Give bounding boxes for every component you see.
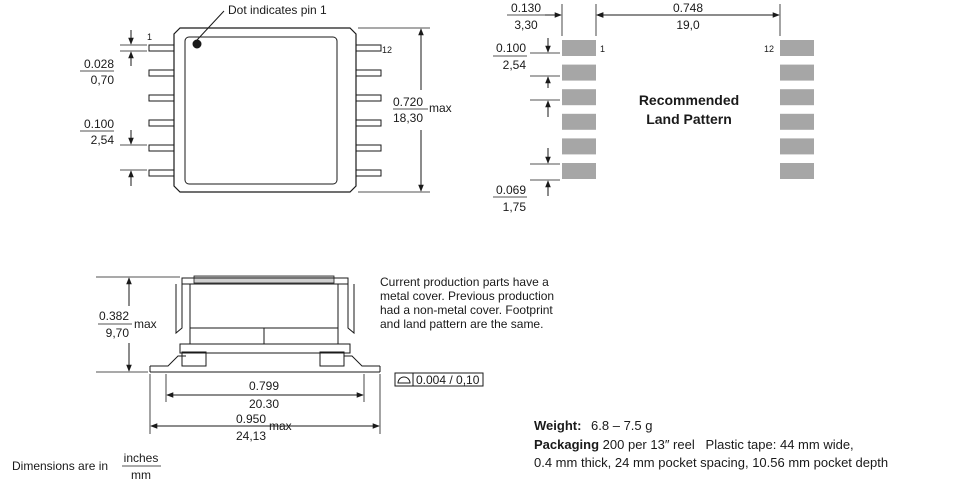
packaging-label: Packaging: [534, 437, 600, 452]
weight-label: Weight:: [534, 418, 582, 433]
land-pin12-label: 12: [764, 44, 774, 54]
land-pattern-title-line1: Recommended: [639, 92, 739, 108]
pin1-leader: [196, 10, 225, 41]
pin1-note: Dot indicates pin 1: [228, 3, 327, 17]
right-lead-profile: [344, 355, 380, 367]
land-pattern-title-line2: Land Pattern: [646, 111, 732, 127]
land-pitch-mm: 2,54: [503, 58, 527, 72]
land-pad-right-3: [780, 89, 814, 106]
side-view-labels: 0.382 9,70 max 0.799 20.30 0.950 24,13 m…: [98, 309, 480, 443]
land-pad-left-2: [562, 64, 596, 81]
left-lead-profile: [150, 355, 186, 367]
land-pattern-dimensions: [530, 4, 781, 196]
land-pattern-pads: [562, 40, 814, 179]
packaging-value: 200 per 13″ reel Plastic tape: 44 mm wid…: [602, 437, 854, 452]
units-prefix: Dimensions are in: [12, 459, 108, 473]
land-pad-right-6: [780, 163, 814, 179]
overall-mm: 24,13: [236, 429, 266, 443]
top-pitch-inches: 0.100: [84, 117, 114, 131]
land-pin1-label: 1: [600, 44, 605, 54]
coplanarity-frame: [394, 372, 414, 387]
right-leads: [355, 44, 382, 177]
note-line-1: Current production parts have a: [380, 275, 549, 289]
land-pad-right-1: [780, 40, 814, 56]
body-height-inches: 0.720: [393, 95, 423, 109]
land-pad-right-5: [780, 138, 814, 155]
left-cover-clip: [175, 280, 183, 335]
weight-spec: Weight: 6.8 – 7.5 g: [534, 418, 653, 433]
left-leads: [148, 44, 175, 177]
land-pad-right-2: [780, 64, 814, 81]
metal-cover: [184, 36, 338, 185]
lead-span-mm: 20.30: [249, 397, 279, 411]
height-inches: 0.382: [99, 309, 129, 323]
top-pin12-label: 12: [382, 45, 392, 55]
coplanarity-value: 0.004 / 0,10: [416, 373, 480, 387]
span-inches: 0.748: [673, 1, 703, 15]
cover-note: Current production parts have a metal co…: [380, 275, 580, 331]
span-mm: 19,0: [676, 18, 700, 32]
pad-width-inches: 0.130: [511, 1, 541, 15]
profile-surface-icon: [397, 376, 411, 384]
right-standoff: [319, 351, 345, 367]
land-pad-left-1: [562, 40, 596, 56]
packaging-spec: Packaging 200 per 13″ reel Plastic tape:…: [534, 437, 854, 452]
overall-inches: 0.950: [236, 412, 266, 426]
note-line-3: had a non-metal cover. Footprint: [380, 303, 553, 317]
side-metal-cover: [193, 275, 335, 284]
overall-max: max: [269, 419, 292, 433]
height-max: max: [134, 317, 157, 331]
body-height-max: max: [429, 101, 452, 115]
land-pad-left-6: [562, 163, 596, 179]
right-cover-clip: [347, 280, 355, 335]
units-legend: Dimensions are in inches mm: [12, 451, 161, 482]
pad-gap-inches: 0.069: [496, 183, 526, 197]
height-mm: 9,70: [106, 326, 130, 340]
pad-width-mm: 3,30: [514, 18, 538, 32]
top-pin1-label: 1: [147, 32, 152, 42]
land-pattern-labels: 0.130 3,30 0.748 19,0 0.100 2,54 0.069 1…: [493, 1, 774, 214]
pin1-dot-icon: [192, 39, 202, 49]
land-pad-right-4: [780, 113, 814, 130]
note-line-4: and land pattern are the same.: [380, 317, 544, 331]
pad-gap-mm: 1,75: [503, 200, 527, 214]
units-numerator: inches: [124, 451, 159, 465]
package-body-outline: [173, 27, 357, 193]
units-denominator: mm: [131, 468, 151, 482]
top-pitch-mm: 2,54: [91, 133, 115, 147]
land-pad-left-3: [562, 89, 596, 106]
top-view-labels: Dot indicates pin 1 1 12 0.028 0,70 0.10…: [80, 3, 452, 147]
lead-span-inches: 0.799: [249, 379, 279, 393]
body-height-mm: 18,30: [393, 111, 423, 125]
side-view: [96, 275, 484, 434]
weight-value: 6.8 – 7.5 g: [591, 418, 653, 433]
lead-width-inches: 0.028: [84, 57, 114, 71]
land-pad-left-4: [562, 113, 596, 130]
packaging-spec-line2: 0.4 mm thick, 24 mm pocket spacing, 10.5…: [534, 455, 889, 470]
top-view: [120, 10, 430, 193]
note-line-2: metal cover. Previous production: [380, 289, 555, 303]
left-standoff: [181, 351, 207, 367]
land-pad-left-5: [562, 138, 596, 155]
lead-width-mm: 0,70: [91, 73, 115, 87]
land-pitch-inches: 0.100: [496, 41, 526, 55]
